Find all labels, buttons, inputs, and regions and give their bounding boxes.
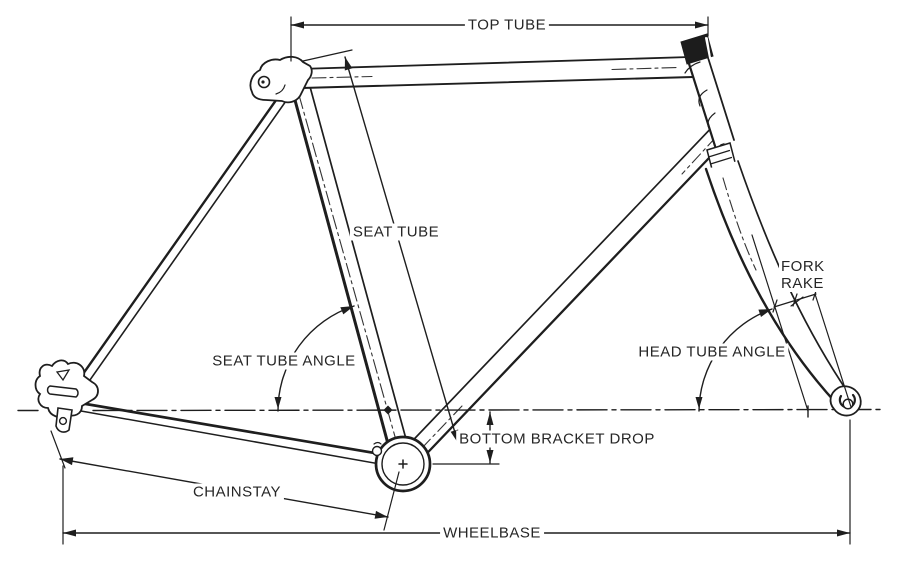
fork-rake-dimension xyxy=(751,234,852,418)
fork-blade-body xyxy=(706,161,849,403)
tt-arrow-right xyxy=(695,21,708,29)
bbd-arrow-down xyxy=(486,450,494,463)
fork-rake-leader xyxy=(790,296,804,307)
hta-arrow-top xyxy=(758,309,772,317)
down-tube-upper-edge xyxy=(397,122,717,457)
cs-arrow-left xyxy=(60,457,74,466)
head-tube-right-edge xyxy=(703,44,735,141)
down-tube-centerline-lower xyxy=(420,405,463,450)
front-dropout xyxy=(829,385,862,417)
fork-rake-label-line2: RAKE xyxy=(781,275,824,292)
chainstay-bottom-edge xyxy=(80,410,392,467)
down-tube xyxy=(397,122,732,471)
st-arrow-top xyxy=(344,57,353,71)
seat-stay-upper-edge xyxy=(77,90,294,398)
top-tube-centerline-left xyxy=(311,75,373,79)
chainstay-body xyxy=(80,403,392,466)
sta-arc xyxy=(277,305,355,412)
seat-tube xyxy=(287,71,413,468)
chainstay-label: CHAINSTAY xyxy=(189,483,285,501)
wb-arrow-right xyxy=(837,529,850,537)
axle-centerline xyxy=(17,405,881,415)
seat-stay xyxy=(69,84,294,398)
fork-centerline xyxy=(722,177,757,271)
steering-axis-extension xyxy=(751,234,809,412)
fork-left-edge xyxy=(704,167,838,405)
seat-tube-centerline xyxy=(298,94,402,459)
down-tube-lower-edge xyxy=(410,134,732,471)
cs-ext-right xyxy=(383,471,400,531)
cs-arrow-right xyxy=(374,510,388,519)
chainstay-dimension xyxy=(50,430,400,531)
top-tube-label: TOP TUBE xyxy=(464,16,550,34)
sta-arrow-top xyxy=(340,306,354,315)
seat-tube-body xyxy=(289,72,412,466)
seat-stay-lower-edge xyxy=(69,84,288,393)
fork-rake-label-line1: FORK xyxy=(781,258,825,275)
seat-tube-left-edge xyxy=(287,76,396,468)
rear-dropout xyxy=(34,359,99,433)
tt-ext-over-cap xyxy=(706,37,711,58)
top-tube-bottom-edge xyxy=(301,76,694,89)
st-dim-line xyxy=(344,56,459,444)
cs-ext-left xyxy=(50,430,66,469)
hta-arrow-bottom xyxy=(695,397,703,409)
fork-blade xyxy=(704,160,850,405)
top-tube xyxy=(298,56,694,89)
sta-arrow-bottom xyxy=(274,397,282,409)
head-tube-body xyxy=(685,45,734,146)
seat-stay-body xyxy=(71,86,293,397)
headset-race-1 xyxy=(707,149,731,158)
seat-tube-label: SEAT TUBE xyxy=(349,223,443,241)
down-tube-body xyxy=(398,123,730,469)
seat-cluster-lug xyxy=(249,55,313,104)
wb-arrow-left xyxy=(63,529,76,537)
bbd-arrow-up xyxy=(486,412,494,425)
seat-binder-dot xyxy=(261,80,265,84)
dropout-parallel-line xyxy=(814,293,852,408)
head-lug-scallop-2 xyxy=(698,89,708,107)
bottom-bracket-shell xyxy=(371,435,432,493)
down-tube-centerline-upper xyxy=(681,136,717,175)
seat-tube-angle-dimension xyxy=(274,305,355,412)
seat-tube-angle-label: SEAT TUBE ANGLE xyxy=(209,352,359,370)
top-tube-centerline-right xyxy=(611,66,679,71)
st-ext-top xyxy=(302,49,353,62)
headset-top-cap xyxy=(680,33,714,65)
head-lug-scallop-3 xyxy=(707,112,716,131)
chainstay-tube xyxy=(78,401,394,467)
wheelbase-label: WHEELBASE xyxy=(440,524,544,542)
seat-lug-scallop xyxy=(275,84,286,95)
top-tube-top-edge xyxy=(298,56,691,70)
axle-line-main xyxy=(92,408,881,412)
head-lug-scallop-1 xyxy=(684,61,701,74)
top-tube-body xyxy=(299,57,693,88)
tt-arrow-left xyxy=(291,21,304,29)
seat-lug-body xyxy=(249,55,313,104)
cable-guide-hook xyxy=(373,441,382,445)
rear-dropout-cutout xyxy=(55,369,71,382)
seat-tube-right-edge xyxy=(305,71,413,462)
seat-angle-vertex-mark xyxy=(383,405,393,415)
chainstay-top-edge xyxy=(78,401,394,458)
bb-inner xyxy=(381,442,425,486)
cable-guide xyxy=(371,445,383,457)
bottom-bracket-drop-label: BOTTOM BRACKET DROP xyxy=(456,430,658,448)
headset-race-2 xyxy=(709,156,733,165)
head-tube-angle-label: HEAD TUBE ANGLE xyxy=(635,343,789,361)
fork-rake-label: FORK RAKE xyxy=(779,258,827,292)
fork-rake-tick-left xyxy=(772,299,778,313)
rear-axle-slot xyxy=(46,385,79,398)
dimension-graphics xyxy=(50,16,852,545)
hanger-hole xyxy=(58,416,68,426)
